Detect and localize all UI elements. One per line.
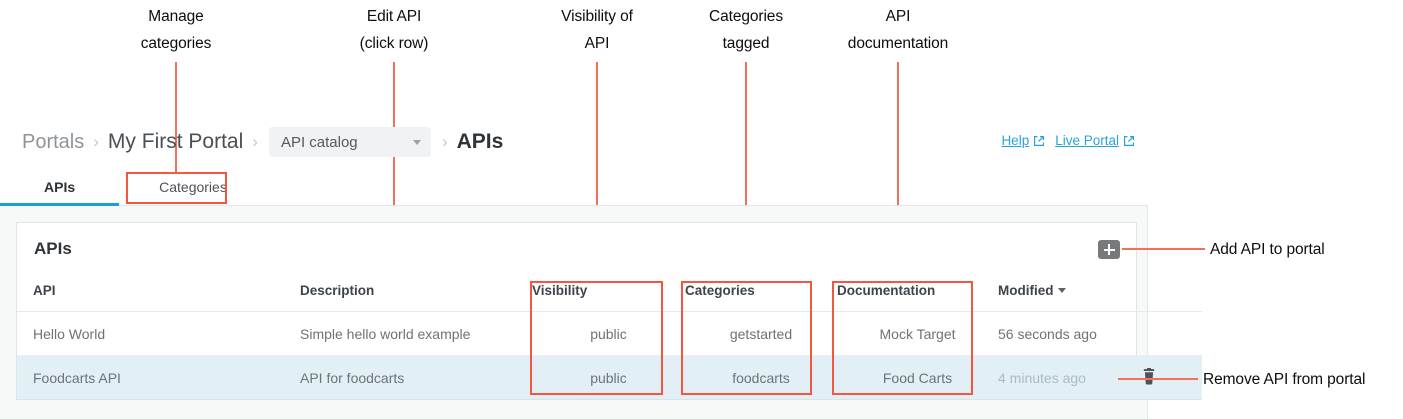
help-link-label: Help	[1001, 133, 1030, 148]
live-portal-link-label: Live Portal	[1055, 133, 1119, 148]
external-link-icon	[1033, 135, 1045, 147]
annotation-remove-api-from-portal-label: Remove API from portal	[1203, 371, 1366, 388]
breadcrumb-separator-icon: ›	[252, 132, 258, 151]
breadcrumb: Portals › My First Portal › API catalog …	[22, 126, 503, 158]
breadcrumb-item-apis: APIs	[456, 130, 504, 153]
delete-api-button[interactable]	[1142, 367, 1156, 388]
table-header-row: API Description Visibility Categories Do…	[17, 283, 1202, 312]
annotation-categories-tagged-label: Categories tagged	[709, 8, 783, 52]
breadcrumb-item-my-first-portal[interactable]: My First Portal	[107, 130, 244, 153]
column-header-actions	[1142, 283, 1202, 312]
add-api-button[interactable]	[1098, 240, 1120, 259]
help-link[interactable]: Help	[1001, 133, 1045, 148]
table-row[interactable]: Foodcarts API API for foodcarts public f…	[17, 355, 1202, 400]
annotation-line-visibility	[596, 62, 598, 281]
cell-actions	[1142, 355, 1202, 400]
annotation-manage-categories-label: Manage categories	[140, 8, 212, 52]
column-header-description[interactable]: Description	[300, 283, 532, 312]
cell-visibility: public	[532, 355, 685, 400]
column-header-modified[interactable]: Modified	[998, 283, 1142, 312]
sort-descending-icon	[1057, 288, 1066, 293]
annotation-line-documentation	[897, 62, 899, 281]
tab-active-indicator	[0, 203, 119, 206]
column-header-api[interactable]: API	[17, 283, 300, 312]
tab-categories[interactable]: Categories	[159, 179, 227, 195]
apis-table: API Description Visibility Categories Do…	[17, 283, 1202, 400]
catalog-select[interactable]: API catalog	[268, 127, 431, 157]
cell-description: API for foodcarts	[300, 355, 532, 400]
tab-bar-divider	[0, 205, 1148, 206]
annotation-edit-api-label: Edit API (click row)	[359, 8, 429, 52]
live-portal-link[interactable]: Live Portal	[1055, 133, 1135, 148]
cell-api: Hello World	[17, 311, 300, 356]
cell-api: Foodcarts API	[17, 355, 300, 400]
breadcrumb-separator-icon: ›	[441, 132, 448, 151]
catalog-select-value: API catalog	[280, 133, 358, 151]
column-header-categories[interactable]: Categories	[685, 283, 837, 312]
breadcrumb-item-portals[interactable]: Portals	[22, 130, 85, 153]
column-header-documentation[interactable]: Documentation	[837, 283, 998, 312]
cell-documentation: Mock Target	[837, 311, 998, 356]
external-link-icon	[1123, 135, 1135, 147]
cell-modified: 4 minutes ago	[998, 355, 1142, 400]
cell-visibility: public	[532, 311, 685, 356]
cell-modified: 56 seconds ago	[998, 311, 1142, 356]
annotation-visibility-of-api-label: Visibility of API	[561, 8, 633, 52]
tab-bar: APIs Categories	[0, 170, 249, 206]
column-header-modified-label: Modified	[998, 283, 1054, 298]
cell-description: Simple hello world example	[300, 311, 532, 356]
breadcrumb-separator-icon: ›	[93, 132, 99, 151]
top-links: Help Live Portal	[1001, 133, 1135, 148]
annotation-line-remove-api	[1118, 378, 1198, 380]
card-title: APIs	[34, 239, 72, 258]
chevron-down-icon	[412, 139, 421, 145]
cell-documentation: Food Carts	[837, 355, 998, 400]
cell-categories: foodcarts	[685, 355, 837, 400]
cell-actions	[1142, 311, 1202, 356]
annotation-line-manage-categories	[175, 62, 177, 173]
column-header-visibility[interactable]: Visibility	[532, 283, 685, 312]
annotation-api-documentation-label: API documentation	[847, 8, 949, 52]
annotation-add-api-to-portal-label: Add API to portal	[1210, 241, 1325, 258]
annotation-line-categories	[745, 62, 747, 281]
table-row[interactable]: Hello World Simple hello world example p…	[17, 311, 1202, 356]
cell-categories: getstarted	[685, 311, 837, 356]
plus-icon	[1108, 244, 1110, 255]
annotation-line-add-api	[1122, 248, 1205, 250]
tab-apis[interactable]: APIs	[44, 179, 76, 195]
